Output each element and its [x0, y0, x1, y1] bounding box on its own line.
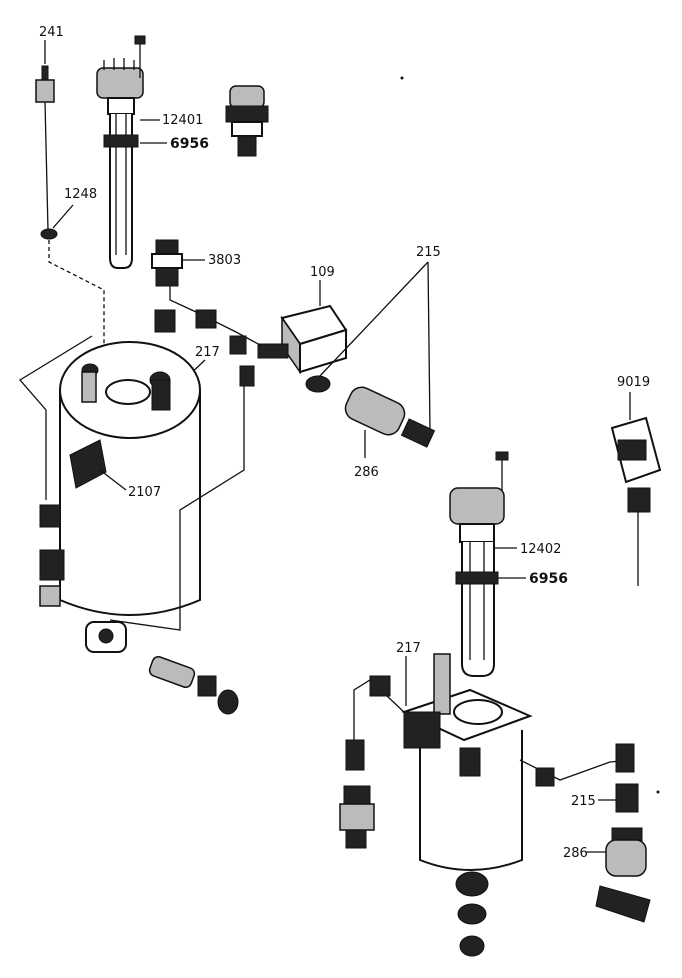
- label-12401: 12401: [162, 113, 203, 128]
- leader-215a-1: [317, 261, 429, 379]
- label-241: 241: [39, 25, 64, 40]
- label-215a: 215: [416, 245, 441, 260]
- part-241-sensor-probe: [35, 65, 55, 231]
- part-12401-heating-element: [96, 58, 144, 269]
- label-2107: 2107: [128, 485, 161, 500]
- part-valve-b: [339, 785, 375, 849]
- speck-b: [656, 790, 660, 794]
- part-9019-pressostat: [610, 416, 662, 586]
- leader-1248: [52, 204, 74, 229]
- part-fitting-row: [148, 656, 239, 715]
- part-boiler-tank-right: [401, 653, 533, 871]
- part-215-fitting-b: [615, 783, 639, 813]
- label-9019: 9019: [617, 375, 650, 390]
- part-flange: [85, 621, 127, 653]
- part-pressure-switch: [225, 85, 269, 157]
- part-286-filter-b: [595, 827, 651, 923]
- label-6956b: 6956: [529, 571, 568, 587]
- label-286a: 286: [354, 465, 379, 480]
- fitting-j: [615, 743, 635, 773]
- label-286b: 286: [563, 846, 588, 861]
- speck: [400, 76, 404, 80]
- label-3803: 3803: [208, 253, 241, 268]
- label-6956a: 6956: [170, 136, 209, 152]
- fitting-c: [229, 335, 247, 355]
- part-bolt: [134, 35, 146, 78]
- fitting-i: [535, 767, 555, 787]
- label-109: 109: [310, 265, 335, 280]
- fitting-g: [345, 739, 365, 771]
- label-1248: 1248: [64, 187, 97, 202]
- part-3803-valve: [151, 239, 183, 287]
- fitting-f: [39, 585, 61, 607]
- label-12402: 12402: [520, 542, 561, 557]
- label-217a: 217: [195, 345, 220, 360]
- fitting-d: [39, 504, 61, 528]
- leader-2107: [99, 469, 127, 491]
- fitting-b: [195, 309, 217, 329]
- part-nut-stack: [455, 871, 489, 957]
- pipe-right: [109, 386, 245, 631]
- part-12402-heating-element: [449, 487, 505, 677]
- part-286-filter: [344, 386, 436, 448]
- fitting-a: [154, 309, 176, 333]
- part-2107-bracket: [69, 439, 107, 489]
- fitting-h: [369, 675, 391, 697]
- label-215b: 215: [571, 794, 596, 809]
- pipe-left: [19, 335, 93, 500]
- fitting-e: [39, 549, 65, 581]
- part-215-fitting-a: [305, 375, 331, 393]
- label-217b: 217: [396, 641, 421, 656]
- assembly-dash-line: [48, 240, 105, 345]
- leader-215a-2: [427, 261, 431, 431]
- part-1248-washer: [40, 228, 58, 240]
